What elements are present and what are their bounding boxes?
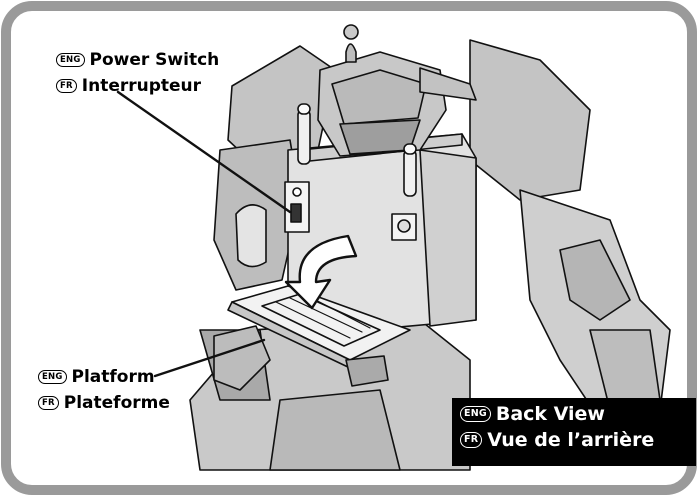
platform-label-en: ENG Platform [38, 367, 155, 387]
lang-badge-en: ENG [460, 406, 491, 422]
power-switch-label-en: ENG Power Switch [56, 50, 219, 70]
power-switch-text-en: Power Switch [89, 50, 220, 70]
platform-leader [153, 338, 266, 378]
platform-connector [345, 355, 389, 387]
view-caption-text-fr: Vue de l’arrière [487, 429, 655, 451]
lang-badge-en: ENG [38, 370, 67, 384]
view-caption-en: ENG Back View [460, 403, 696, 425]
lang-badge-fr: FR [460, 432, 483, 448]
lang-badge-fr: FR [56, 79, 77, 93]
platform-text-fr: Plateforme [63, 393, 170, 413]
power-switch [290, 203, 302, 223]
right-shoulder [469, 39, 591, 201]
power-switch-text-fr: Interrupteur [81, 76, 202, 96]
view-caption-box: ENG Back View FR Vue de l’arrière [452, 398, 696, 466]
power-switch-label-fr: FR Interrupteur [56, 76, 201, 96]
platform-text-en: Platform [71, 367, 155, 387]
lang-badge-en: ENG [56, 53, 85, 67]
platform-label-fr: FR Plateforme [38, 393, 170, 413]
power-switch-leader [116, 90, 292, 214]
view-caption-fr: FR Vue de l’arrière [460, 429, 696, 451]
lang-badge-fr: FR [38, 396, 59, 410]
fold-arrow [284, 234, 358, 310]
head-antenna [345, 43, 357, 63]
view-caption-text-en: Back View [495, 403, 605, 425]
